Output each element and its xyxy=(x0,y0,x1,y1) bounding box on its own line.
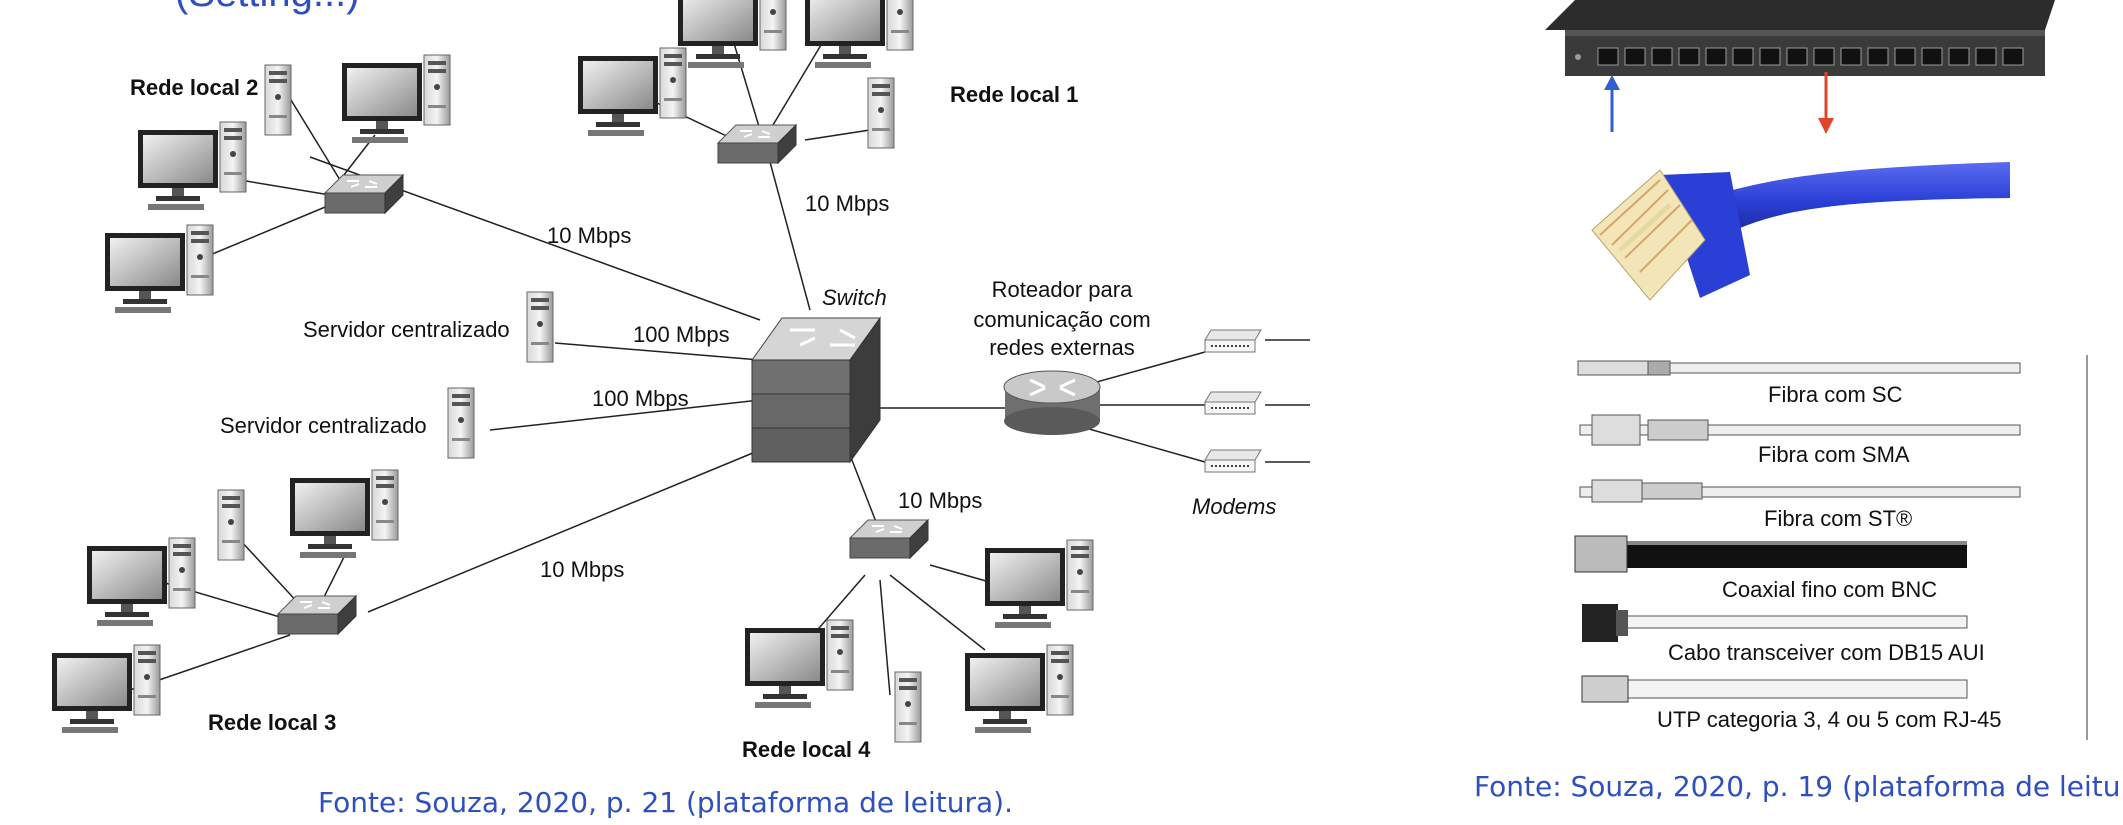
speed-lan1: 10 Mbps xyxy=(805,191,889,216)
speed-lan2: 10 Mbps xyxy=(547,223,631,248)
central-switch xyxy=(751,316,881,464)
port-arrows xyxy=(1604,72,1834,134)
speed-lan4: 10 Mbps xyxy=(898,488,982,513)
lan2-label: Rede local 2 xyxy=(130,75,258,100)
modem-3 xyxy=(1204,449,1262,473)
cable-label-bnc: Coaxial fino com BNC xyxy=(1722,577,1937,602)
cable-label-utp: UTP categoria 3, 4 ou 5 com RJ-45 xyxy=(1657,707,2001,732)
cable-label-sma: Fibra com SMA xyxy=(1758,442,1910,467)
cable-types-figure xyxy=(1574,355,2088,740)
router-label-line1: Roteador para xyxy=(992,277,1133,302)
modem-1 xyxy=(1204,329,1262,353)
router-label-line2: comunicação com xyxy=(973,307,1150,332)
cables-source-caption: Fonte: Souza, 2020, p. 19 (plataforma de… xyxy=(1474,770,2123,803)
cable-label-sc: Fibra com SC xyxy=(1768,382,1903,407)
router-label-line3: redes externas xyxy=(989,335,1135,360)
lan3-label: Rede local 3 xyxy=(208,710,336,735)
cable-label-st: Fibra com ST® xyxy=(1764,506,1912,531)
speed-server2: 100 Mbps xyxy=(592,386,689,411)
switch-label: Switch xyxy=(822,285,887,310)
title-fragment: (Setting...) xyxy=(175,0,360,15)
cable-label-aui: Cabo transceiver com DB15 AUI xyxy=(1668,640,1985,665)
modem-2 xyxy=(1204,391,1262,415)
speed-server1: 100 Mbps xyxy=(633,322,730,347)
speed-lan3: 10 Mbps xyxy=(540,557,624,582)
lan4-label: Rede local 4 xyxy=(742,737,871,762)
server-label-2: Servidor centralizado xyxy=(220,413,427,438)
lan4-devices xyxy=(745,519,1093,743)
diagram-source-caption: Fonte: Souza, 2020, p. 21 (plataforma de… xyxy=(318,786,1014,819)
lan1-label: Rede local 1 xyxy=(950,82,1078,107)
switch-photo xyxy=(1545,0,2055,76)
rj45-cable-photo xyxy=(1591,162,2010,301)
server-2 xyxy=(447,387,475,459)
server-1 xyxy=(526,291,554,363)
network-links xyxy=(129,29,1310,696)
router xyxy=(1003,370,1101,435)
modems-label: Modems xyxy=(1192,494,1276,519)
server-label-1: Servidor centralizado xyxy=(303,317,510,342)
